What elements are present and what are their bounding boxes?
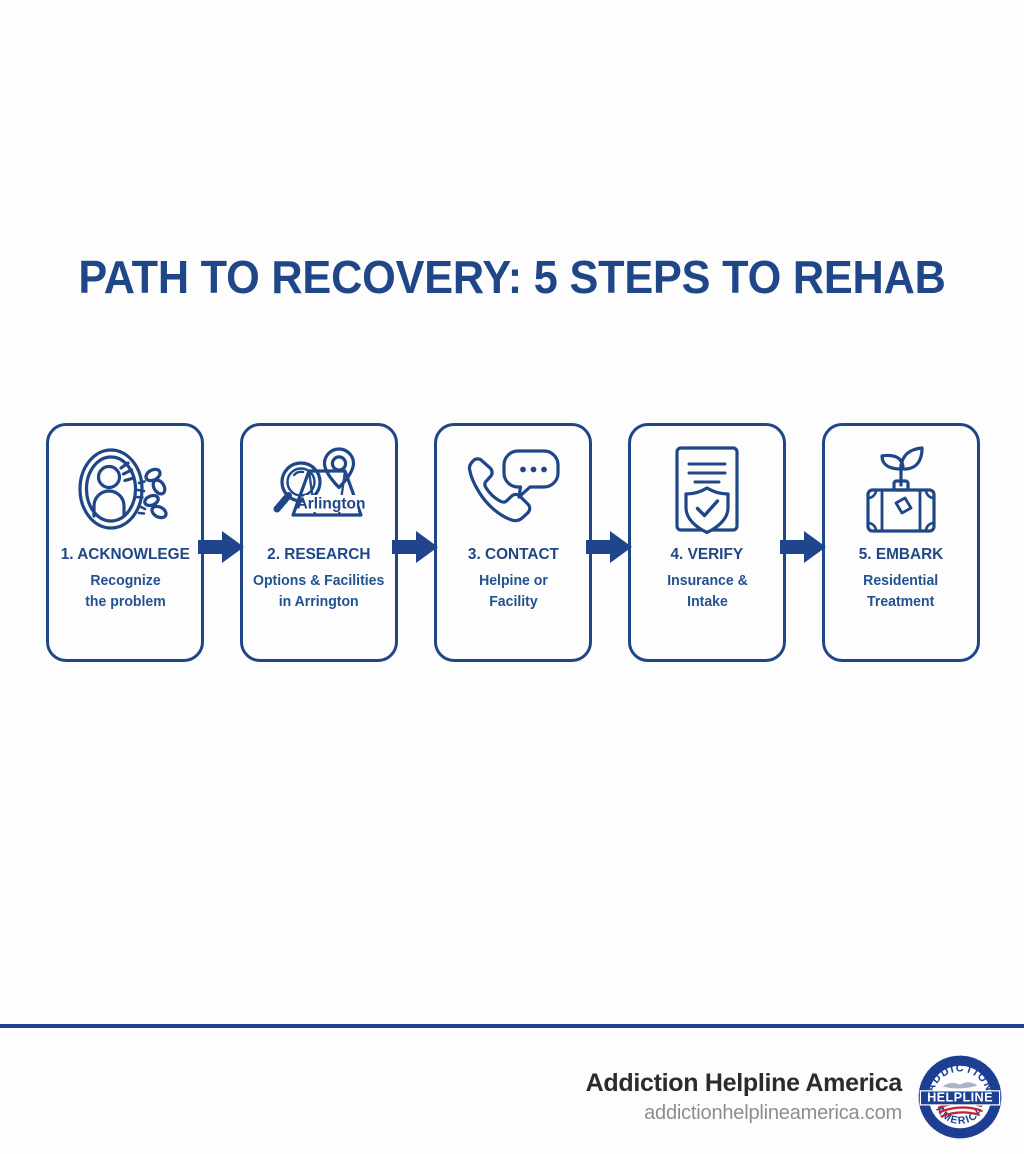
step-description-line2: Facility (488, 593, 538, 610)
step-description: Residential Treatment (861, 571, 942, 613)
map-label: Arlington (297, 496, 366, 513)
phone-speech-bubble-icon (437, 426, 589, 544)
step-description-line1: Options & Facilities (253, 572, 385, 589)
seal-center-text: HELPLINE (927, 1090, 993, 1105)
addiction-helpline-america-seal-logo: ADDICTION AMERICA HELPLINE (917, 1054, 1003, 1140)
brand-url[interactable]: addictionhelplineamerica.com (644, 1101, 902, 1124)
next-step-arrow (198, 531, 244, 563)
magnifier-map-pin-icon: Arlington (243, 426, 395, 544)
step-heading: 3. CONTACT (467, 546, 559, 563)
document-shield-check-icon (631, 426, 783, 544)
step-description: Helpine or Facility (476, 571, 551, 613)
step-card-acknowlege: 1. ACKNOWLEGE Recognize the problem (46, 423, 204, 662)
step-heading: 2. RESEARCH (267, 546, 371, 563)
step-heading: 5. EMBARK (858, 546, 944, 563)
suitcase-plant-icon (825, 426, 977, 544)
step-card-research: Arlington 2. RESEARCH Options & Faciliti… (240, 423, 398, 662)
brand-name: Addiction Helpline America (585, 1069, 903, 1098)
step-description-line2: the problem (84, 593, 166, 610)
step-heading: 4. VERIFY (670, 546, 744, 563)
step-description: Options & Facilities in Arrington (250, 571, 387, 613)
footer: Addiction Helpline America addictionhelp… (0, 1040, 1024, 1154)
page-title: PATH TO RECOVERY: 5 STEPS TO REHAB (78, 251, 946, 303)
footer-brand-text: Addiction Helpline America addictionhelp… (585, 1068, 903, 1125)
step-description-line1: Residential (863, 572, 939, 589)
next-step-arrow (392, 531, 438, 563)
next-step-arrow (780, 531, 826, 563)
footer-divider (0, 1024, 1024, 1028)
step-description-line2: Intake (686, 593, 728, 610)
steps-row: 1. ACKNOWLEGE Recognize the problem Arli… (46, 423, 980, 663)
step-card-verify: 4. VERIFY Insurance & Intake (628, 423, 786, 662)
next-step-arrow (586, 531, 632, 563)
step-description: Insurance & Intake (664, 571, 750, 613)
step-description-line1: Helpine or (478, 572, 548, 589)
person-in-mirror-broken-chain-icon (49, 426, 201, 544)
step-heading: 1. ACKNOWLEGE (60, 546, 190, 563)
step-description-line1: Insurance & (666, 572, 748, 589)
step-description: Recognize the problem (82, 571, 168, 613)
step-description-line2: Treatment (867, 593, 935, 610)
step-description-line2: in Arrington (279, 593, 359, 610)
step-card-contact: 3. CONTACT Helpine or Facility (434, 423, 592, 662)
step-card-embark: 5. EMBARK Residential Treatment (822, 423, 980, 662)
step-description-line1: Recognize (89, 572, 161, 589)
